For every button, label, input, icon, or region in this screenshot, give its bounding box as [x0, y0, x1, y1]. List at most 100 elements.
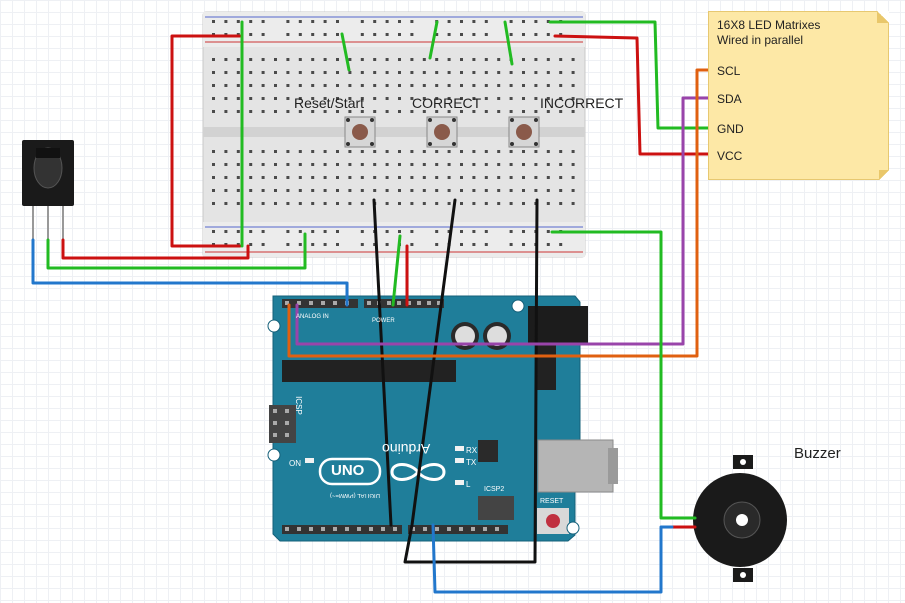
breadboard-hole	[311, 110, 315, 113]
breadboard-hole	[571, 84, 575, 87]
header-pin	[285, 433, 289, 437]
breadboard-hole	[447, 176, 451, 179]
breadboard-hole	[484, 163, 488, 166]
breadboard-hole	[348, 84, 352, 87]
breadboard-hole	[249, 20, 253, 23]
breadboard-hole	[509, 176, 513, 179]
breadboard-hole	[249, 150, 253, 153]
breadboard-hole	[410, 33, 414, 36]
breadboard-hole	[249, 58, 253, 61]
breadboard-hole	[286, 71, 290, 74]
breadboard-hole	[261, 20, 265, 23]
wire-black-btn1	[372, 198, 393, 527]
breadboard-hole	[249, 33, 253, 36]
breadboard-hole	[360, 189, 364, 192]
arduino-logo-text: UNO	[331, 462, 365, 479]
breadboard-hole	[373, 110, 377, 113]
breadboard-hole	[484, 33, 488, 36]
breadboard-hole	[311, 33, 315, 36]
breadboard-hole	[311, 163, 315, 166]
breadboard-hole	[398, 97, 401, 100]
header-pin	[411, 527, 415, 531]
breadboard-hole	[571, 58, 575, 61]
breadboard-hole	[261, 163, 265, 166]
breadboard-hole	[336, 176, 339, 179]
wire-red-ir	[61, 238, 250, 260]
header-pin	[367, 301, 371, 305]
breadboard-hole	[348, 97, 352, 100]
breadboard-hole	[323, 84, 327, 87]
breadboard-hole	[373, 243, 377, 246]
breadboard-hole	[546, 110, 550, 113]
header-pin	[285, 421, 289, 425]
breadboard-hole	[410, 230, 414, 233]
breadboard-hole	[224, 84, 228, 87]
breadboard-hole	[212, 97, 215, 100]
breadboard-hole	[509, 189, 513, 192]
header-pin	[437, 301, 441, 305]
breadboard-hole	[472, 58, 476, 61]
breadboard-hole	[373, 97, 377, 100]
breadboard-hole	[373, 189, 377, 192]
breadboard-hole	[212, 230, 215, 233]
breadboard-hole	[261, 230, 265, 233]
header-pin	[381, 527, 385, 531]
breadboard-hole	[509, 33, 513, 36]
breadboard-hole	[385, 58, 389, 61]
note-fold-corner-bottom	[879, 170, 889, 180]
breadboard-hole	[336, 230, 339, 233]
breadboard-hole	[212, 176, 215, 179]
breadboard-hole	[460, 176, 463, 179]
breadboard-hole	[460, 71, 463, 74]
breadboard-hole	[336, 33, 339, 36]
header-pin	[393, 527, 397, 531]
header-pin	[297, 301, 301, 305]
breadboard-hole	[447, 163, 451, 166]
breadboard-hole	[224, 202, 228, 205]
breadboard-hole	[472, 176, 476, 179]
header-pin	[285, 527, 289, 531]
breadboard-hole	[236, 176, 240, 179]
breadboard-hole	[447, 202, 451, 205]
breadboard-hole	[385, 84, 389, 87]
breadboard-hole	[534, 110, 538, 113]
breadboard-hole	[559, 71, 563, 74]
wire-red-vcc-rail	[170, 34, 242, 248]
header-pin	[321, 527, 325, 531]
breadboard-hole	[410, 202, 414, 205]
breadboard-hole	[286, 33, 290, 36]
breadboard-hole	[236, 150, 240, 153]
breadboard-hole	[348, 58, 352, 61]
breadboard-hole	[385, 71, 389, 74]
breadboard-hole	[497, 176, 501, 179]
breadboard-hole	[373, 84, 377, 87]
breadboard-hole	[323, 150, 327, 153]
breadboard-hole	[410, 20, 414, 23]
note-title: 16X8 LED Matrixes Wired in parallel	[717, 18, 820, 48]
breadboard-hole	[224, 110, 228, 113]
breadboard-hole	[249, 202, 253, 205]
breadboard-hole	[571, 202, 575, 205]
breadboard-hole	[534, 84, 538, 87]
breadboard-hole	[484, 243, 488, 246]
note-line-2: Wired in parallel	[717, 33, 804, 47]
breadboard-hole	[484, 58, 488, 61]
breadboard-hole	[410, 110, 414, 113]
breadboard-hole	[336, 110, 339, 113]
breadboard-hole	[323, 33, 327, 36]
breadboard-hole	[398, 202, 401, 205]
breadboard-hole	[261, 189, 265, 192]
header-pin	[357, 527, 361, 531]
breadboard-hole	[385, 189, 389, 192]
ir-receiver	[22, 140, 74, 240]
breadboard-hole	[460, 150, 463, 153]
breadboard-hole	[534, 189, 538, 192]
breadboard-hole	[559, 176, 563, 179]
breadboard-hole	[571, 97, 575, 100]
breadboard-hole	[472, 71, 476, 74]
breadboard-hole	[484, 176, 488, 179]
breadboard-hole	[435, 33, 439, 36]
breadboard-hole	[249, 97, 253, 100]
breadboard-hole	[323, 71, 327, 74]
